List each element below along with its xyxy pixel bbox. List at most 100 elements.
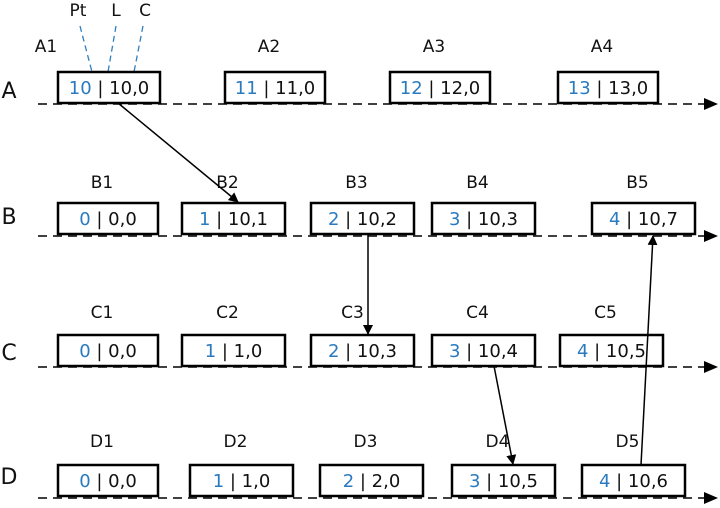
message-arrow-a1-b2 [117,102,239,203]
row-label: B [1,205,16,230]
event-clock: 4 | 10,5 [577,341,646,362]
event-name: A2 [258,37,280,57]
logical-counter: | 10,7 [620,209,678,230]
event-clock: 10 | 10,0 [69,78,150,99]
physical-time: 13 [568,78,591,99]
logical-counter: | 10,1 [210,209,268,230]
event-name: B4 [466,173,488,193]
header-pt-label: Pt [70,1,87,21]
event-clock: 4 | 10,7 [609,209,678,230]
event-name: A4 [591,37,613,57]
event-clock: 4 | 10,6 [599,471,668,492]
event-c1: C10 | 0,0 [56,303,160,368]
logical-counter: | 10,2 [339,209,397,230]
logical-counter: | 0,0 [91,209,137,230]
event-d1: D10 | 0,0 [56,432,160,498]
timeline-arrowhead [704,492,718,504]
event-name: B2 [216,173,238,193]
event-name: A1 [35,37,57,57]
timeline-arrowhead [704,98,718,110]
logical-counter: | 2,0 [354,471,400,492]
logical-counter: | 10,3 [460,209,518,230]
row-c: C C10 | 0,0 C2 1 | 1,0 C32 | 10,3 C4 3 | 10,4 C… [1,303,718,373]
event-box [56,463,160,498]
event-box [558,333,665,368]
event-box [180,333,287,368]
event-box [388,70,492,105]
event-name: C4 [466,303,489,323]
event-name: B5 [626,173,648,193]
physical-time: 11 [235,78,258,99]
physical-time: 2 [328,341,339,362]
logical-counter: | 10,6 [610,471,668,492]
event-name: B3 [345,173,367,193]
event-box [188,463,295,498]
timeline-arrowhead [704,230,718,242]
event-box [450,463,557,498]
event-clock: 11 | 11,0 [235,78,316,99]
event-b2: B2 1 | 10,1 [180,173,287,236]
event-clock: 3 | 10,4 [449,341,518,362]
event-a2: A2 11 | 11,0 [223,37,327,105]
event-clock: 1 | 1,0 [205,341,263,362]
physical-time: 1 [205,341,216,362]
logical-counter: | 10,4 [460,341,518,362]
event-name: C2 [216,303,239,323]
physical-time: 4 [577,341,588,362]
logical-counter: | 0,0 [91,341,137,362]
event-c3: C32 | 10,3 [309,303,416,368]
physical-time: 2 [343,471,354,492]
physical-time: 2 [328,209,339,230]
physical-time: 0 [79,341,90,362]
event-clock: 3 | 10,5 [469,471,538,492]
row-label: C [1,341,16,366]
event-clock: 13 | 13,0 [568,78,649,99]
event-clock: 1 | 10,1 [199,209,268,230]
event-box [430,333,537,368]
event-name: D4 [486,432,510,452]
logical-counter: | 11,0 [258,78,316,99]
event-name: D2 [224,432,248,452]
event-clock: 0 | 0,0 [79,341,137,362]
header-c-pointer [133,25,144,73]
event-clock: 0 | 0,0 [79,471,137,492]
event-b1: B10 | 0,0 [56,173,160,236]
logical-counter: | 10,3 [339,341,397,362]
event-a3: A3 12 | 12,0 [388,37,492,105]
event-clock: 3 | 10,3 [449,209,518,230]
physical-time: 12 [400,78,423,99]
event-b3: B3 2 | 10,2 [309,173,416,236]
event-box [430,201,537,236]
event-name: A3 [423,37,445,57]
event-box [56,201,160,236]
event-name: B1 [91,173,113,193]
timeline-arrowhead [704,361,718,373]
message-arrow-d5-b5 [640,235,658,466]
physical-time: 1 [199,209,210,230]
physical-time: 0 [79,209,90,230]
event-box [56,333,160,368]
event-a4: A4 13 | 13,0 [556,37,660,105]
logical-counter: | 12,0 [423,78,481,99]
event-name: C5 [594,303,617,323]
header-c-label: C [139,1,151,21]
event-d2: D21 | 1,0 [188,432,295,498]
physical-time: 3 [449,341,460,362]
event-box [309,333,416,368]
event-box [223,70,327,105]
header-pt-pointer [79,25,93,73]
event-name: C3 [341,303,364,323]
header-legend: Pt L C [70,1,151,73]
logical-counter: | 10,0 [92,78,150,99]
logical-counter: | 0,0 [91,471,137,492]
physical-time: 3 [469,471,480,492]
logical-counter: | 1,0 [224,471,270,492]
physical-time: 4 [599,471,610,492]
physical-time: 4 [609,209,620,230]
message-arrow-c4-d4 [493,365,517,465]
event-box [556,70,660,105]
logical-counter: | 10,5 [480,471,538,492]
event-name: D3 [354,432,378,452]
event-clock: 2 | 10,2 [328,209,397,230]
event-box [580,463,687,498]
